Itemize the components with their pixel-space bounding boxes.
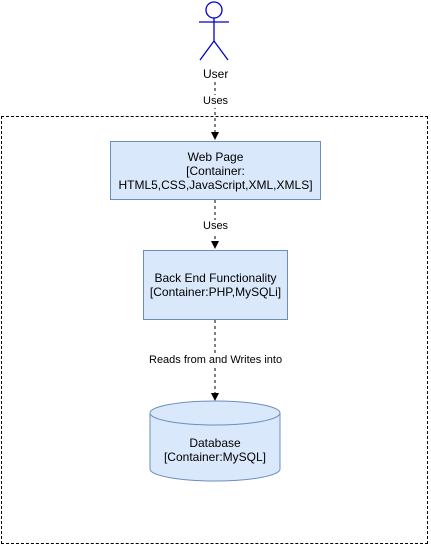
- edge-label-reads-writes: Reads from and Writes into: [149, 354, 283, 367]
- backend-tech: [Container:PHP,MySQLi]: [149, 285, 282, 299]
- database-tech: [Container:MySQL]: [163, 450, 267, 464]
- system-boundary: [1, 116, 428, 544]
- edge-label-uses-backend: Uses: [203, 220, 229, 233]
- user-label: User: [203, 67, 229, 81]
- backend-name: Back End Functionality: [154, 271, 277, 285]
- web-page-type: [Container:: [186, 163, 245, 178]
- database-name: Database: [189, 436, 241, 450]
- database-cylinder[interactable]: [149, 400, 281, 482]
- backend-container[interactable]: Back End Functionality [Container:PHP,My…: [143, 250, 288, 320]
- database-label: Database [Container:MySQL]: [150, 436, 280, 464]
- web-page-name: Web Page: [187, 149, 244, 164]
- web-page-tech: HTML5,CSS,JavaScript,XML,XMLS]: [118, 177, 313, 192]
- web-page-container[interactable]: Web Page [Container: HTML5,CSS,JavaScrip…: [110, 141, 321, 200]
- edge-label-uses-web: Uses: [203, 95, 229, 108]
- user-actor-icon[interactable]: [199, 1, 229, 61]
